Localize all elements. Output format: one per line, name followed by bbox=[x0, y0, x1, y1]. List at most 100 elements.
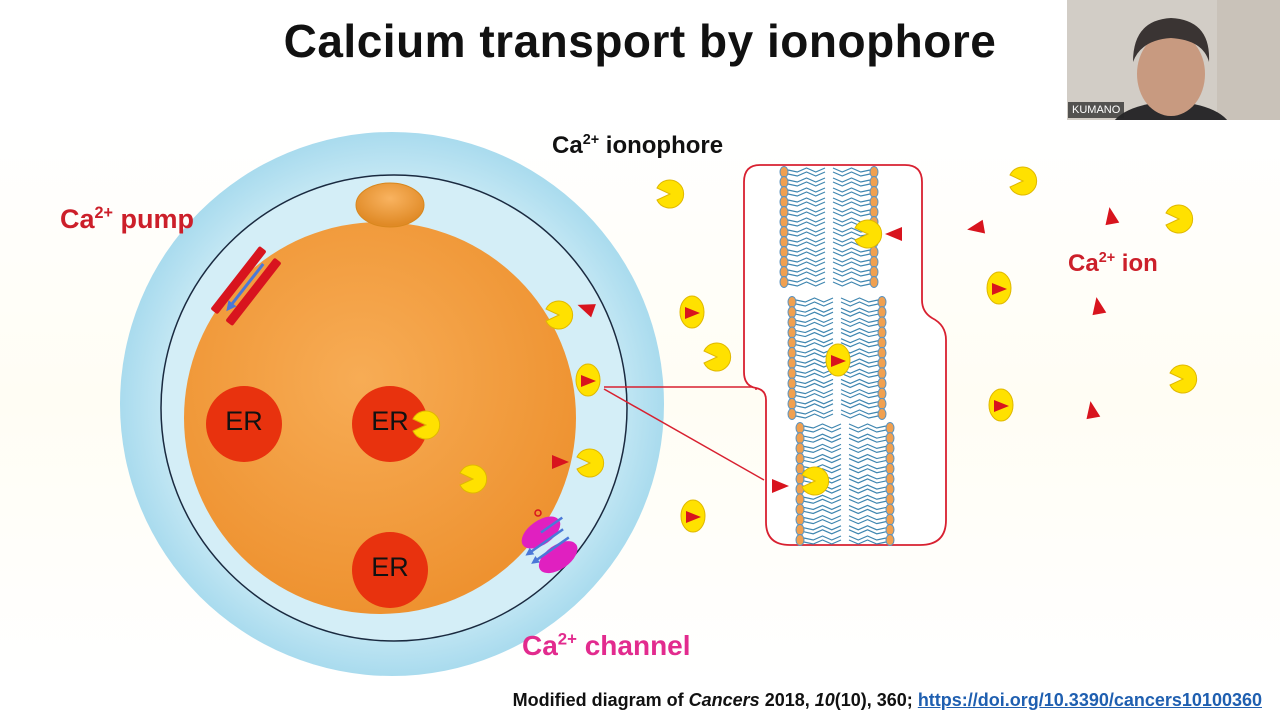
lipid-tail bbox=[795, 301, 834, 307]
lipid-tail bbox=[840, 382, 879, 389]
lipid-head bbox=[869, 276, 879, 288]
top-vesicle bbox=[355, 182, 425, 228]
lipid-tail bbox=[832, 197, 871, 203]
citation-year: 2018, bbox=[759, 690, 815, 710]
lipid-head bbox=[885, 483, 895, 496]
lipid-tail bbox=[840, 368, 879, 374]
lipid-tail bbox=[840, 372, 879, 378]
lipid-tail bbox=[803, 453, 842, 460]
lipid-tail bbox=[848, 535, 887, 541]
lipid-tail bbox=[832, 277, 871, 283]
lipid-tail bbox=[795, 311, 834, 317]
lipid-head bbox=[779, 176, 789, 188]
lipid-head bbox=[869, 196, 879, 208]
lipid-tail bbox=[840, 311, 879, 317]
lipid-tail bbox=[848, 488, 887, 494]
lipid-tail bbox=[795, 413, 834, 419]
lipid-head bbox=[885, 472, 895, 485]
lipid-tail bbox=[848, 468, 887, 474]
lipid-head bbox=[779, 266, 789, 278]
lipid-head bbox=[877, 397, 887, 410]
ionophore-bound-ion-icon bbox=[986, 271, 1012, 305]
lipid-tail bbox=[795, 368, 834, 374]
er-label: ER bbox=[371, 406, 409, 436]
lipid-tail bbox=[787, 277, 826, 283]
lipid-head bbox=[885, 452, 895, 465]
lipid-head bbox=[877, 336, 887, 349]
lipid-tail bbox=[832, 191, 871, 197]
lipid-tail bbox=[787, 211, 826, 217]
lipid-head bbox=[787, 306, 797, 319]
citation-issue: (10), 360; bbox=[834, 690, 918, 710]
channel-ion-marker bbox=[534, 509, 542, 517]
citation: Modified diagram of Cancers 2018, 10(10)… bbox=[513, 690, 1262, 711]
lipid-tail bbox=[803, 525, 842, 531]
lipid-tail bbox=[795, 307, 834, 313]
lipid-tail bbox=[832, 187, 871, 193]
pump-icon bbox=[211, 246, 281, 326]
lipid-tail bbox=[832, 211, 871, 217]
lipid-tail bbox=[832, 167, 871, 173]
label-pump: Ca2+ pump bbox=[60, 204, 194, 234]
lipid-tail bbox=[840, 413, 879, 419]
lipid-tail bbox=[787, 181, 826, 187]
label-ionophore: Ca2+ ionophore bbox=[552, 132, 724, 159]
lipid-tail bbox=[848, 498, 887, 504]
er-label: ER bbox=[225, 406, 263, 436]
lipid-tail bbox=[840, 342, 879, 348]
lipid-tail bbox=[832, 207, 871, 213]
lipid-tail bbox=[832, 181, 871, 187]
lipid-tail bbox=[787, 227, 826, 233]
lipid-tail bbox=[832, 247, 871, 253]
lipid-tail bbox=[848, 464, 887, 470]
lipid-tail bbox=[832, 271, 871, 277]
lipid-tail bbox=[787, 191, 826, 197]
lipid-tail bbox=[787, 201, 826, 207]
lipid-tail bbox=[832, 261, 871, 267]
lipid-tail bbox=[840, 321, 879, 328]
lipid-head bbox=[779, 206, 789, 218]
lipid-tail bbox=[848, 453, 887, 460]
lipid-tail bbox=[848, 525, 887, 531]
lipid-head bbox=[877, 367, 887, 380]
lipid-head bbox=[779, 276, 789, 288]
lipid-head bbox=[787, 367, 797, 380]
lipid-tail bbox=[848, 457, 887, 464]
lipid-head bbox=[885, 432, 895, 445]
lipid-tail bbox=[803, 494, 842, 500]
slide-title: Calcium transport by ionophore bbox=[283, 15, 997, 67]
ionophore-bound-ion-icon bbox=[575, 363, 601, 397]
lipid-tail bbox=[848, 484, 887, 490]
citation-journal: Cancers bbox=[688, 690, 760, 710]
lipid-head bbox=[795, 442, 805, 455]
presenter-avatar bbox=[1067, 0, 1280, 120]
lipid-head bbox=[885, 523, 895, 536]
lipid-tail bbox=[803, 457, 842, 464]
lipid-head bbox=[787, 336, 797, 349]
label-channel: Ca2+ channel bbox=[522, 629, 691, 661]
lipid-tail bbox=[787, 177, 826, 183]
lipid-tail bbox=[840, 301, 879, 307]
lipid-head bbox=[779, 256, 789, 268]
lipid-head bbox=[795, 513, 805, 526]
lipid-head bbox=[787, 357, 797, 370]
lipid-head bbox=[869, 246, 879, 258]
lipid-head bbox=[877, 387, 887, 400]
lipid-tail bbox=[787, 267, 826, 273]
lipid-tail bbox=[795, 382, 834, 389]
lipid-head bbox=[885, 513, 895, 526]
lipid-tail bbox=[832, 171, 871, 177]
lipid-tail bbox=[803, 535, 842, 541]
ionophore-bound-ion-icon bbox=[825, 343, 851, 377]
lipid-tail bbox=[787, 217, 826, 223]
lipid-tail bbox=[848, 447, 887, 454]
citation-link[interactable]: https://doi.org/10.3390/cancers10100360 bbox=[917, 690, 1262, 710]
lipid-head bbox=[877, 326, 887, 339]
lipid-tail bbox=[787, 167, 826, 173]
participant-name: KUMANO bbox=[1068, 102, 1125, 118]
lipid-head bbox=[795, 523, 805, 536]
lipid-tail bbox=[848, 433, 887, 439]
lipid-head bbox=[787, 296, 797, 308]
lipid-head bbox=[787, 346, 797, 359]
lipid-head bbox=[869, 256, 879, 268]
